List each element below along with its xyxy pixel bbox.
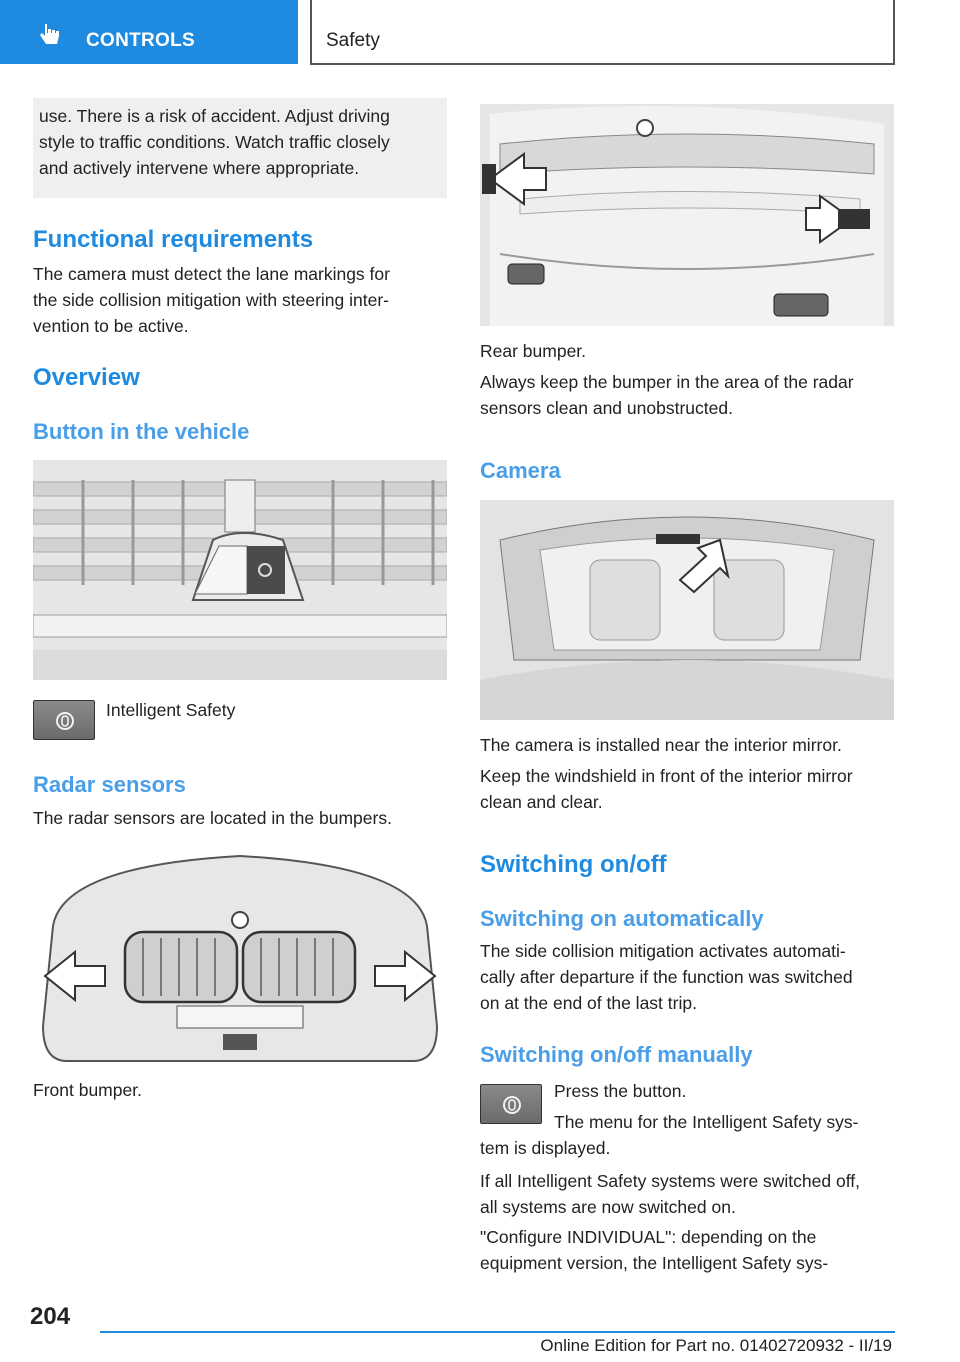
menu-displayed-text: The menu for the Intelligent Safety sys‐ (554, 1112, 859, 1132)
intelligent-safety-button-icon (480, 1084, 542, 1124)
text-line: The side collision mitigation activates … (480, 941, 846, 961)
warning-line: and actively intervene where appropriate… (39, 158, 360, 178)
camera-heading: Camera (480, 458, 561, 483)
text-line: If all Intelligent Safety systems were s… (480, 1171, 860, 1191)
rear-bumper-text: Always keep the bumper in the area of th… (480, 369, 854, 421)
press-button-text: Press the button. (554, 1081, 687, 1101)
text-line: cally after departure if the function wa… (480, 967, 853, 987)
text-line: clean and clear. (480, 792, 603, 812)
camera-figure (480, 500, 894, 720)
radar-sensors-heading: Radar sensors (33, 772, 186, 797)
text-line: sensors clean and unobstructed. (480, 398, 733, 418)
front-bumper-caption: Front bumper. (33, 1080, 142, 1100)
front-bumper-figure (33, 846, 447, 1066)
functional-requirements-heading: Functional requirements (33, 226, 314, 253)
chapter-title: CONTROLS (86, 30, 196, 51)
warning-line: use. There is a risk of accident. Adjust… (39, 106, 390, 126)
edition-text: Online Edition for Part no. 01402720932 … (540, 1336, 892, 1355)
text-line: on at the end of the last trip. (480, 993, 697, 1013)
configure-text: "Configure INDIVIDUAL": depending on the… (480, 1224, 828, 1276)
button-heading: Button in the vehicle (33, 419, 250, 444)
radar-sensors-text: The radar sensors are located in the bum… (33, 808, 392, 828)
text-line: equipment version, the Intelligent Safet… (480, 1253, 829, 1273)
switching-on-automatically-heading: Switching on automatically (480, 906, 764, 931)
chapter-tab[interactable]: CONTROLS (0, 0, 298, 64)
switching-manually-heading: Switching on/off manually (480, 1042, 753, 1067)
text-line: all systems are now switched on. (480, 1197, 736, 1217)
header-underline (310, 63, 895, 65)
text-line: Always keep the bumper in the area of th… (480, 372, 854, 392)
camera-clean-text: Keep the windshield in front of the inte… (480, 763, 853, 815)
intelligent-safety-button-icon (33, 700, 95, 740)
switching-auto-text: The side collision mitigation activates … (480, 938, 853, 1016)
all-systems-text: If all Intelligent Safety systems were s… (480, 1168, 860, 1220)
switching-heading: Switching on/off (480, 851, 667, 878)
button-label: Intelligent Safety (106, 700, 236, 720)
header-divider (310, 0, 312, 64)
overview-heading: Overview (33, 364, 140, 391)
camera-text: The camera is installed near the interio… (480, 735, 842, 755)
warning-box: use. There is a risk of accident. Adjust… (33, 98, 447, 198)
text-line: "Configure INDIVIDUAL": depending on the (480, 1227, 817, 1247)
hand-pointer-icon (40, 24, 59, 44)
text-line: Keep the windshield in front of the inte… (480, 766, 853, 786)
rear-bumper-figure (480, 104, 894, 326)
grille-button-figure (33, 460, 447, 680)
warning-line: style to traffic conditions. Watch traff… (39, 132, 390, 152)
header-right-border (893, 0, 895, 65)
text-line: the side collision mitigation with steer… (33, 290, 389, 310)
rear-bumper-caption: Rear bumper. (480, 341, 587, 361)
footer-rule (100, 1331, 895, 1333)
text-line: vention to be active. (33, 316, 189, 336)
section-title: Safety (326, 30, 380, 51)
menu-displayed-text-cont: tem is displayed. (480, 1138, 611, 1158)
functional-requirements-text: The camera must detect the lane markings… (33, 261, 390, 339)
text-line: The camera must detect the lane markings… (33, 264, 390, 284)
page-number: 204 (30, 1303, 71, 1330)
